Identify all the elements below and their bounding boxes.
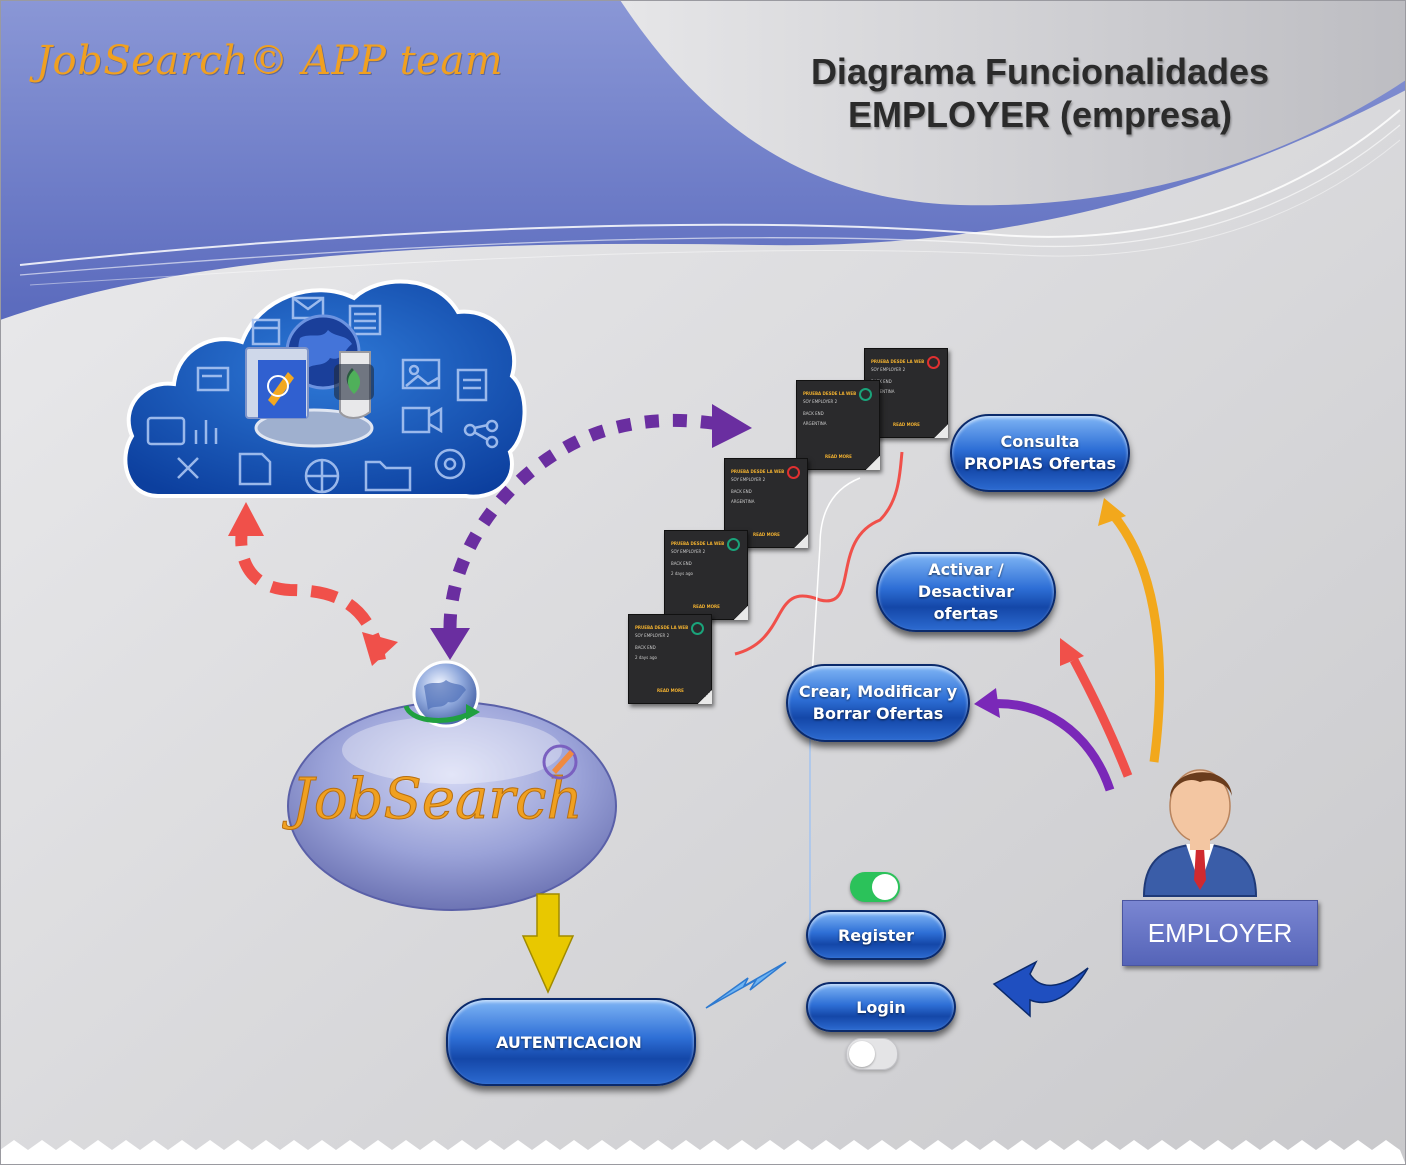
offer-card[interactable]: PRUEBA DESDE LA WEB SOY EMPLOYER 2 BACK … xyxy=(796,380,880,470)
status-ring-icon xyxy=(787,466,800,479)
title-line-2: EMPLOYER (empresa) xyxy=(847,94,1233,135)
activar-desactivar-button[interactable]: Activar / Desactivar ofertas xyxy=(876,552,1056,632)
hub-label: JobSearch xyxy=(282,767,583,832)
purple-arrowhead-right xyxy=(712,404,752,448)
title-line-1: Diagrama Funcionalidades xyxy=(810,51,1270,92)
yellow-arrow-down xyxy=(521,893,575,994)
autenticacion-button[interactable]: AUTENTICACION xyxy=(446,998,696,1086)
red-arrowhead-up xyxy=(228,502,264,536)
status-ring-icon xyxy=(927,356,940,369)
cloud-services-icon xyxy=(123,279,527,499)
register-toggle[interactable] xyxy=(850,872,900,902)
login-toggle[interactable] xyxy=(846,1038,898,1070)
purple-arrowhead-left xyxy=(974,688,1000,718)
offer-card[interactable]: PRUEBA DESDE LA WEB SOY EMPLOYER 2 BACK … xyxy=(628,614,712,704)
purple-arrowhead-down xyxy=(430,628,470,660)
businessman-icon xyxy=(1142,769,1258,897)
blue-arrow-left xyxy=(992,960,1089,1018)
status-ring-icon xyxy=(859,388,872,401)
employer-label: EMPLOYER xyxy=(1122,900,1318,966)
register-button[interactable]: Register xyxy=(806,910,946,960)
crear-modificar-borrar-button[interactable]: Crear, Modificar y Borrar Ofertas xyxy=(786,664,970,742)
globe-sync-icon xyxy=(403,660,480,728)
lightblue-arrow-left xyxy=(705,961,787,1009)
red-arrowhead-upleft xyxy=(1060,638,1084,666)
page-title: Diagrama Funcionalidades EMPLOYER (empre… xyxy=(740,50,1340,136)
status-ring-icon xyxy=(727,538,740,551)
offer-card[interactable]: PRUEBA DESDE LA WEB SOY EMPLOYER 2 BACK … xyxy=(724,458,808,548)
red-arrowhead-down xyxy=(362,632,398,666)
jobsearch-hub: JobSearch xyxy=(282,701,617,911)
consulta-ofertas-button[interactable]: Consulta PROPIAS Ofertas xyxy=(950,414,1130,492)
orange-arrowhead-up xyxy=(1098,498,1126,526)
status-ring-icon xyxy=(691,622,704,635)
brand-logo-text: JobSearch© APP team xyxy=(36,38,504,84)
login-button[interactable]: Login xyxy=(806,982,956,1032)
offer-card[interactable]: PRUEBA DESDE LA WEB SOY EMPLOYER 2 BACK … xyxy=(664,530,748,620)
